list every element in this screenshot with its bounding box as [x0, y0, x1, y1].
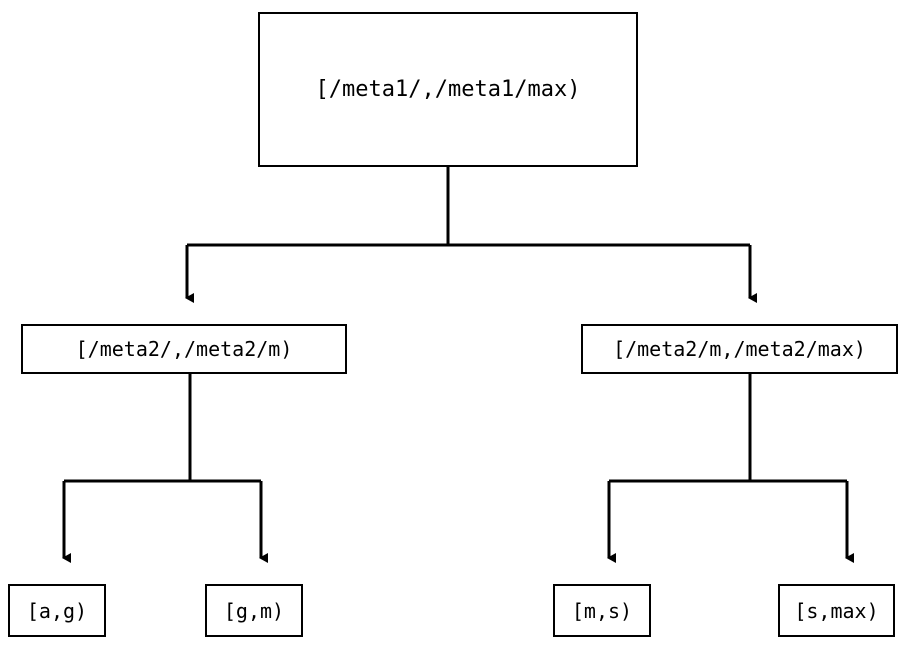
- tree-node-right-branch-label: [/meta2/m,/meta2/max): [613, 337, 866, 361]
- edge-left-branch-to-leaves: [62, 374, 268, 563]
- tree-node-leaf-2-label: [m,s): [571, 598, 633, 623]
- tree-node-leaf-1[interactable]: [g,m): [205, 584, 303, 637]
- tree-node-leaf-0[interactable]: [a,g): [8, 584, 106, 637]
- tree-node-right-branch[interactable]: [/meta2/m,/meta2/max): [581, 324, 898, 374]
- edge-right-branch-to-leaves: [607, 374, 854, 563]
- tree-node-root-label: [/meta1/,/meta1/max): [315, 76, 581, 102]
- tree-node-left-branch[interactable]: [/meta2/,/meta2/m): [21, 324, 347, 374]
- tree-node-leaf-3-label: [s,max): [794, 598, 879, 623]
- tree-node-left-branch-label: [/meta2/,/meta2/m): [75, 337, 293, 361]
- edge-root-to-level2: [185, 167, 757, 303]
- tree-node-leaf-2[interactable]: [m,s): [553, 584, 651, 637]
- tree-node-leaf-1-label: [g,m): [223, 598, 285, 623]
- tree-node-leaf-3[interactable]: [s,max): [778, 584, 895, 637]
- tree-node-root[interactable]: [/meta1/,/meta1/max): [258, 12, 638, 167]
- tree-node-leaf-0-label: [a,g): [26, 598, 88, 623]
